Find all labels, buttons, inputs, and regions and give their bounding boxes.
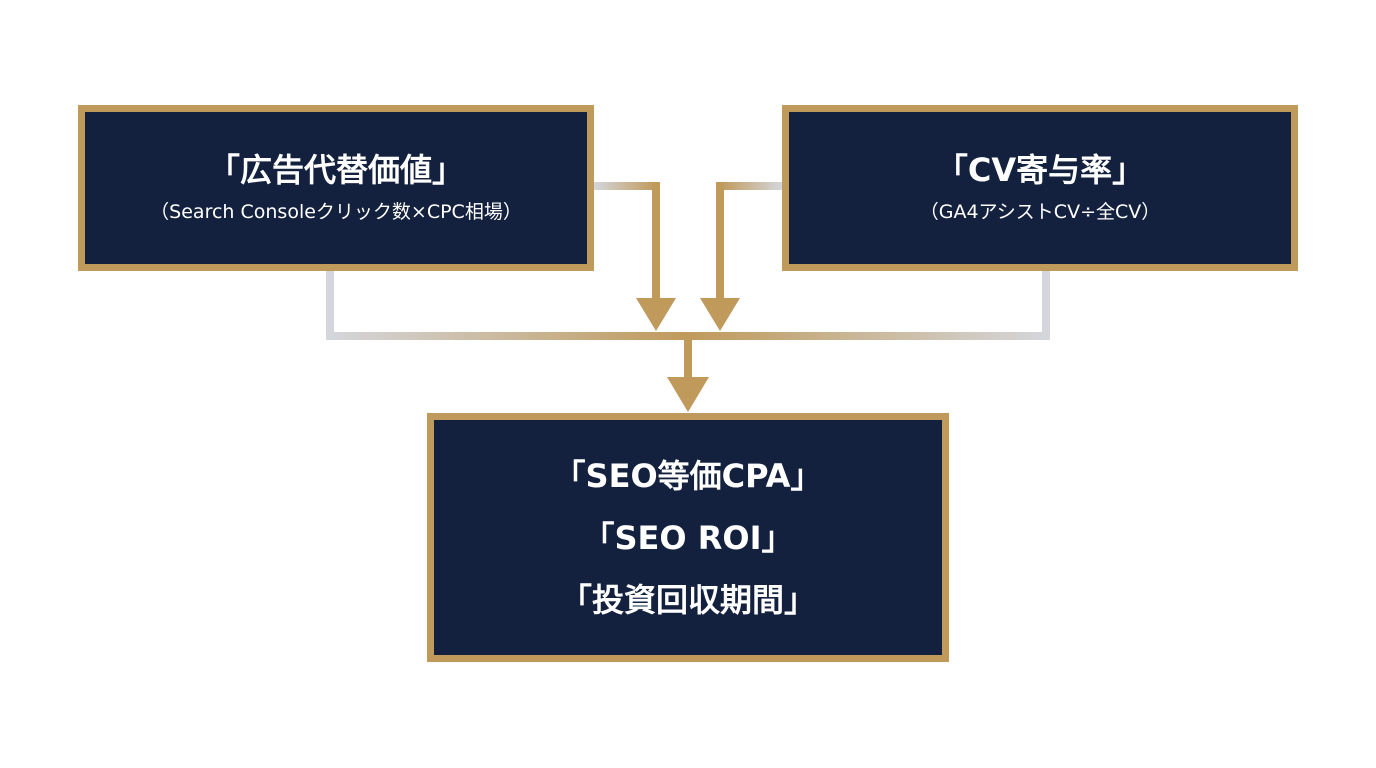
bus-line-left	[326, 332, 688, 340]
bus-line-right	[688, 332, 1050, 340]
center-arrow-shaft	[684, 338, 692, 380]
seo-roi-label: 「SEO ROI」	[582, 518, 794, 557]
left-arrow-shaft	[652, 182, 660, 300]
ad-replacement-value-box: 「広告代替価値」 （Search Consoleクリック数×CPC相場）	[78, 105, 594, 271]
cv-contribution-rate-title: 「CV寄与率」	[935, 151, 1145, 190]
left-drop-line	[326, 271, 334, 340]
seo-equivalent-cpa-label: 「SEO等価CPA」	[553, 456, 823, 495]
left-stub-line	[594, 182, 656, 190]
cv-contribution-rate-formula: （GA4アシストCV÷全CV）	[919, 200, 1161, 223]
payback-period-label: 「投資回収期間」	[559, 580, 816, 619]
cv-contribution-rate-box: 「CV寄与率」 （GA4アシストCV÷全CV）	[782, 105, 1298, 271]
left-arrow-head	[636, 298, 676, 331]
right-arrow-head	[700, 298, 740, 331]
ad-replacement-value-formula: （Search Consoleクリック数×CPC相場）	[150, 200, 522, 223]
right-drop-line	[1042, 271, 1050, 340]
seo-metrics-box: 「SEO等価CPA」 「SEO ROI」 「投資回収期間」	[427, 413, 949, 662]
center-arrow-head	[667, 377, 709, 412]
ad-replacement-value-title: 「広告代替価値」	[207, 151, 464, 190]
right-arrow-shaft	[716, 182, 724, 300]
right-stub-line	[720, 182, 782, 190]
